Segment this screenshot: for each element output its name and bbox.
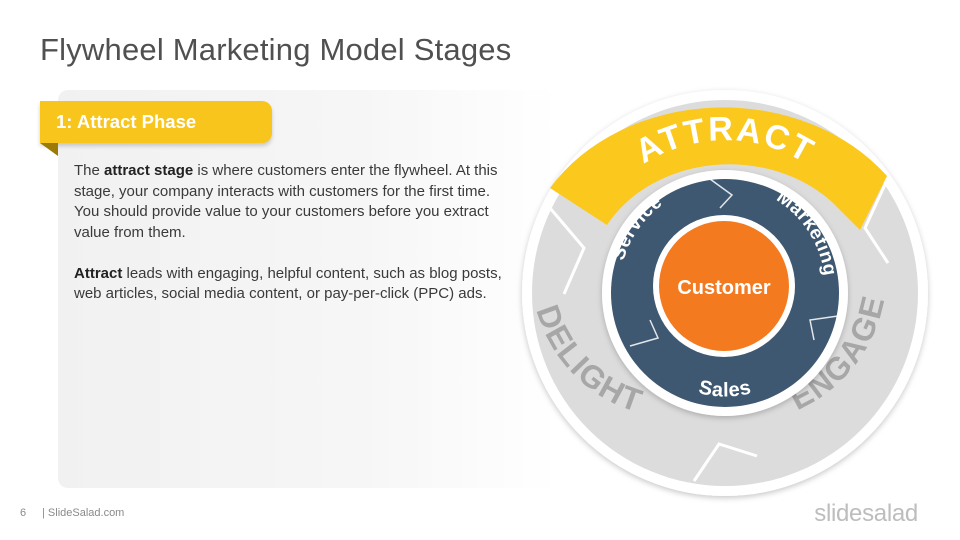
flywheel-diagram: ATTRACT ENGAGE DELIGHT Service Marketing… (522, 90, 928, 496)
page-number: 6 (20, 507, 27, 519)
phase-tab: 1: Attract Phase (40, 101, 272, 143)
para1-bold: attract stage (104, 162, 194, 179)
inner-edge-right (809, 315, 839, 341)
center-circle (659, 221, 789, 351)
para1-rest: is where customers enter the flywheel. A… (74, 162, 498, 241)
slide-title: Flywheel Marketing Model Stages (40, 32, 512, 67)
attract-segment-edge (863, 177, 890, 264)
footer-source: | SlideSalad.com (42, 507, 125, 519)
paragraph-attract-leads: Attract leads with engaging, helpful con… (74, 264, 504, 305)
phase-tab-fold (40, 143, 58, 156)
inner-edge-top (709, 178, 734, 209)
para2-rest: leads with engaging, helpful content, su… (74, 264, 502, 303)
attract-segment (550, 107, 887, 230)
content-panel (58, 90, 558, 488)
para2-bold: Attract (74, 264, 123, 282)
sales-label: Sales (697, 376, 753, 401)
phase-description: The attract stage is where customers ent… (74, 161, 504, 325)
delight-segment-edge (548, 207, 586, 295)
paragraph-attract-stage: The attract stage is where customers ent… (74, 161, 504, 243)
center-label: Customer (677, 277, 771, 299)
engage-segment-edge (692, 442, 758, 482)
inner-edge-left (629, 319, 660, 347)
brand-logo: slidesalad (814, 500, 918, 527)
para1-lead: The (74, 162, 105, 179)
